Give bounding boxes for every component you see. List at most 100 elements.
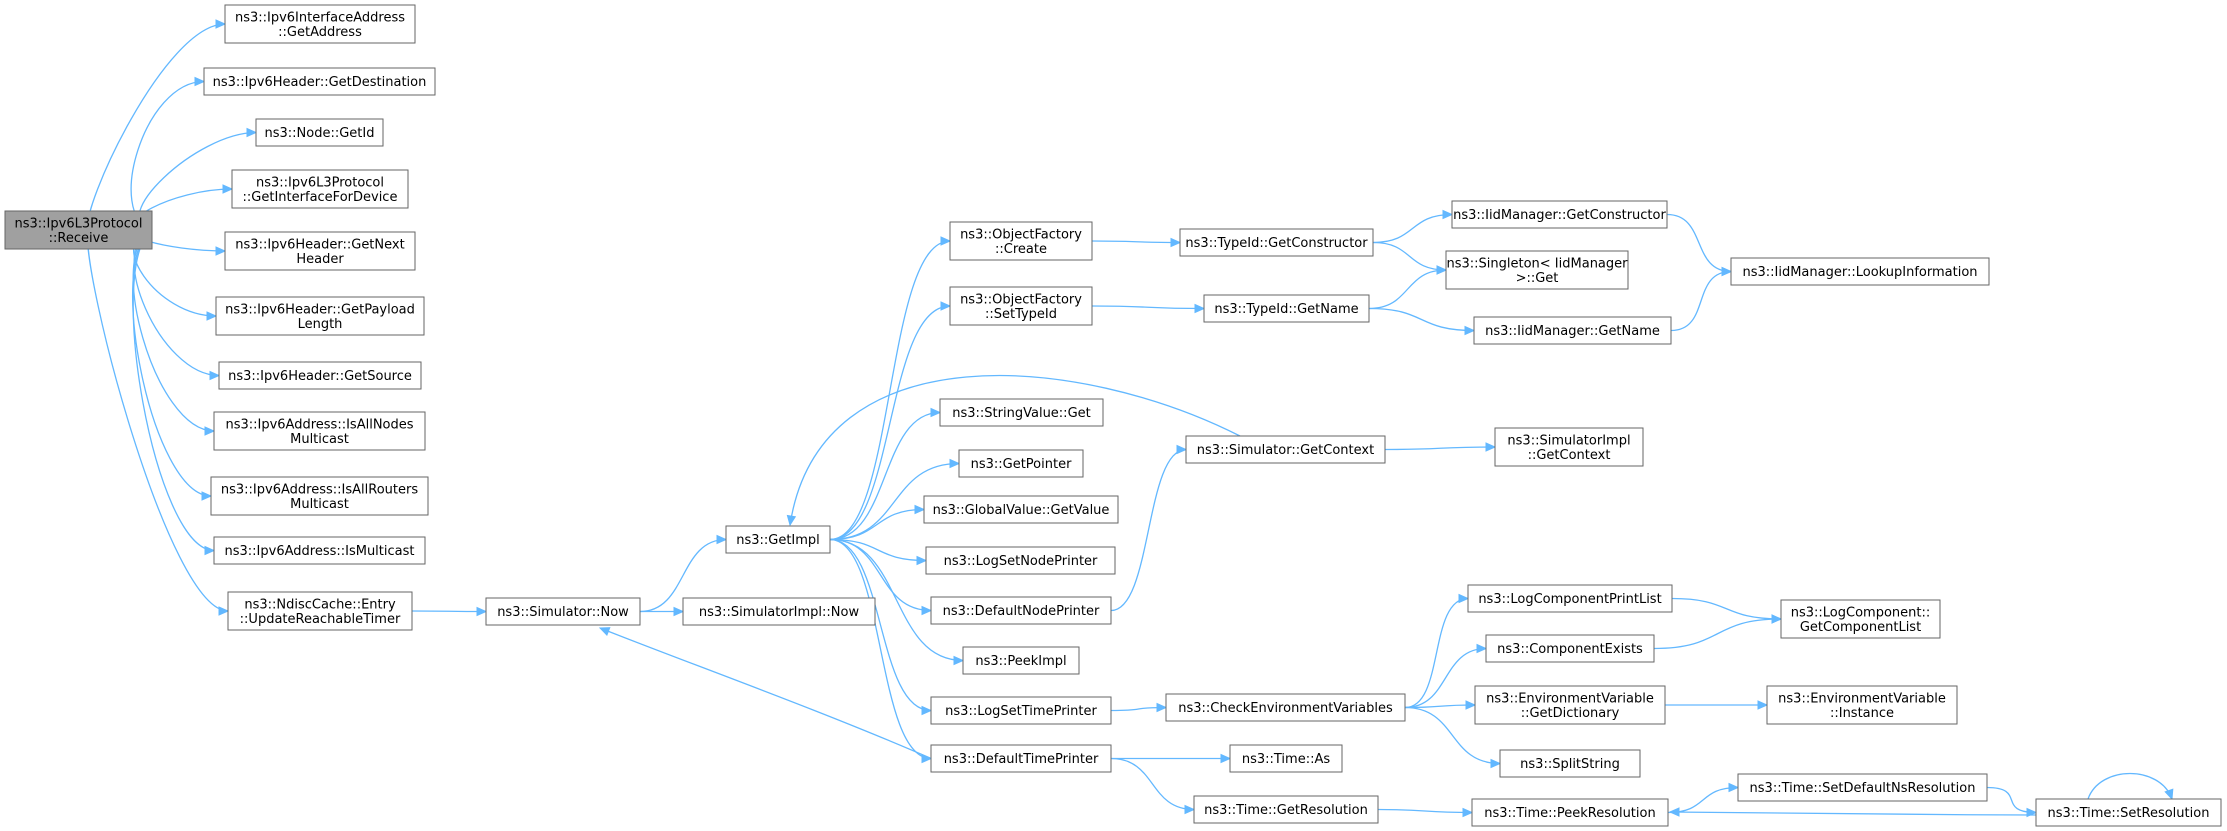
edge-line bbox=[1670, 270, 1732, 332]
node-typeid-getconstructor[interactable]: ns3::TypeId::GetConstructor bbox=[1179, 228, 1374, 257]
node-stringvalue-get[interactable]: ns3::StringValue::Get bbox=[939, 398, 1104, 427]
node-box bbox=[682, 597, 876, 626]
node-box bbox=[1467, 584, 1673, 613]
node-iidm-getname[interactable]: ns3::IidManager::GetName bbox=[1473, 316, 1672, 345]
edge-defaulttimeprinter-to-time_as bbox=[1111, 753, 1232, 764]
node-globalvalue-getvalue[interactable]: ns3::GlobalValue::GetValue bbox=[923, 495, 1119, 524]
node-box bbox=[1473, 316, 1672, 345]
node-box bbox=[203, 67, 436, 96]
edge-componentexists-to-logcomponent_getcomponentlist bbox=[1653, 614, 1783, 650]
node-hdr-getdestination[interactable]: ns3::Ipv6Header::GetDestination bbox=[203, 67, 436, 96]
node-box bbox=[962, 646, 1080, 675]
node-label: ::GetContext bbox=[1528, 448, 1611, 463]
node-splitstring[interactable]: ns3::SplitString bbox=[1499, 749, 1641, 778]
node-iidm-lookupinformation[interactable]: ns3::IidManager::LookupInformation bbox=[1730, 257, 1990, 286]
edge-receive-to-ndisc_update bbox=[86, 229, 230, 616]
edge-line bbox=[132, 229, 212, 497]
edge-arrowhead bbox=[215, 246, 227, 256]
node-box bbox=[4, 210, 153, 250]
node-receive[interactable]: ns3::Ipv6L3Protocol::Receive bbox=[4, 210, 153, 250]
node-time-peekresolution[interactable]: ns3::Time::PeekResolution bbox=[1471, 798, 1669, 827]
node-iidm-getconstructor[interactable]: ns3::IidManager::GetConstructor bbox=[1451, 200, 1668, 229]
node-box bbox=[949, 286, 1093, 326]
edge-sim_getcontext-to-getimpl bbox=[786, 375, 1241, 527]
edge-arrowhead bbox=[246, 127, 258, 138]
node-simimpl-now[interactable]: ns3::SimulatorImpl::Now bbox=[682, 597, 876, 626]
node-logcomponent-getcomponentlist[interactable]: ns3::LogComponent::GetComponentList bbox=[1780, 599, 1941, 639]
node-box bbox=[1179, 228, 1374, 257]
edge-arrowhead bbox=[1728, 782, 1740, 793]
node-singleton-get[interactable]: ns3::Singleton< IidManager>::Get bbox=[1445, 250, 1629, 290]
node-ndisc-update[interactable]: ns3::NdiscCache::Entry::UpdateReachableT… bbox=[227, 591, 413, 631]
node-of-create[interactable]: ns3::ObjectFactory::Create bbox=[949, 221, 1093, 261]
node-label: ::Create bbox=[995, 242, 1047, 257]
node-of-settypeid[interactable]: ns3::ObjectFactory::SetTypeId bbox=[949, 286, 1093, 326]
edge-line bbox=[829, 411, 941, 541]
edge-line bbox=[1372, 213, 1453, 244]
node-logsettimeprinter[interactable]: ns3::LogSetTimePrinter bbox=[930, 696, 1112, 725]
node-checkenv[interactable]: ns3::CheckEnvironmentVariables bbox=[1165, 693, 1406, 722]
edge-getimpl-to-logsetnodeprinter bbox=[829, 538, 928, 566]
node-peekimpl[interactable]: ns3::PeekImpl bbox=[962, 646, 1080, 675]
node-logsetnodeprinter[interactable]: ns3::LogSetNodePrinter bbox=[925, 546, 1116, 575]
node-getpointer[interactable]: ns3::GetPointer bbox=[958, 449, 1084, 478]
node-label: ns3::Simulator::GetContext bbox=[1197, 443, 1374, 458]
edge-arrowhead bbox=[1464, 325, 1476, 336]
node-time-as[interactable]: ns3::Time::As bbox=[1229, 744, 1343, 773]
node-typeid-getname[interactable]: ns3::TypeId::GetName bbox=[1203, 294, 1370, 323]
edge-arrowhead bbox=[1485, 442, 1497, 452]
edge-sim_now-to-simimpl_now bbox=[639, 606, 685, 617]
node-node-getid[interactable]: ns3::Node::GetId bbox=[255, 118, 384, 147]
edge-arrowhead bbox=[1458, 593, 1470, 604]
node-label: ns3::EnvironmentVariable bbox=[1778, 691, 1946, 706]
node-time-setdefaultnsresolution[interactable]: ns3::Time::SetDefaultNsResolution bbox=[1737, 773, 1988, 802]
node-sim-getcontext[interactable]: ns3::Simulator::GetContext bbox=[1185, 435, 1386, 464]
node-time-getresolution[interactable]: ns3::Time::GetResolution bbox=[1193, 795, 1379, 824]
edge-line bbox=[1110, 757, 1195, 811]
edge-logsettimeprinter-to-checkenv bbox=[1110, 702, 1168, 713]
node-label: ns3::LogComponentPrintList bbox=[1478, 592, 1661, 607]
node-addr-ismulticast[interactable]: ns3::Ipv6Address::IsMulticast bbox=[213, 536, 426, 565]
edge-line bbox=[1091, 240, 1181, 244]
node-box bbox=[1203, 294, 1370, 323]
edge-time_getresolution-to-time_peekresolution bbox=[1377, 807, 1474, 818]
node-label: Multicast bbox=[290, 432, 349, 447]
edge-line bbox=[1110, 448, 1187, 612]
node-label: GetComponentList bbox=[1800, 620, 1921, 635]
node-hdr-getsource[interactable]: ns3::Ipv6Header::GetSource bbox=[218, 361, 422, 390]
node-envvar-instance[interactable]: ns3::EnvironmentVariable::Instance bbox=[1766, 685, 1958, 725]
node-componentexists[interactable]: ns3::ComponentExists bbox=[1485, 634, 1655, 663]
edge-checkenv-to-componentexists bbox=[1404, 643, 1488, 709]
edge-time_setresolution-to-time_peekresolution bbox=[1668, 807, 2037, 817]
node-time-setresolution[interactable]: ns3::Time::SetResolution bbox=[2035, 798, 2222, 827]
node-label: Multicast bbox=[290, 497, 349, 512]
edge-arrowhead bbox=[1476, 643, 1488, 654]
node-box bbox=[1499, 749, 1641, 778]
node-l3-getinterfacefordevice[interactable]: ns3::Ipv6L3Protocol::GetInterfaceForDevi… bbox=[231, 169, 409, 209]
edge-arrowhead bbox=[786, 514, 797, 527]
edge-arrowhead bbox=[1771, 614, 1783, 624]
node-defaultnodeprinter[interactable]: ns3::DefaultNodePrinter bbox=[930, 596, 1112, 625]
node-box bbox=[1730, 257, 1990, 286]
node-sim-now[interactable]: ns3::Simulator::Now bbox=[485, 597, 641, 626]
node-ifaddr-getaddress[interactable]: ns3::Ipv6InterfaceAddress::GetAddress bbox=[224, 4, 416, 44]
edge-time_setdefaultnsresolution-to-time_setresolution bbox=[1986, 786, 2038, 818]
edge-line bbox=[1669, 811, 2037, 816]
node-envvar-getdictionary[interactable]: ns3::EnvironmentVariable::GetDictionary bbox=[1474, 685, 1666, 725]
node-defaulttimeprinter[interactable]: ns3::DefaultTimePrinter bbox=[930, 744, 1112, 773]
edge-receive-to-ifaddr_getaddress bbox=[86, 19, 227, 231]
edge-receive-to-addr_ismulticast bbox=[132, 229, 216, 556]
node-box bbox=[725, 525, 831, 554]
node-label: ::GetAddress bbox=[278, 25, 362, 40]
node-box bbox=[255, 118, 384, 147]
node-simimpl-getcontext[interactable]: ns3::SimulatorImpl::GetContext bbox=[1494, 427, 1644, 467]
edge-arrowhead bbox=[2164, 788, 2174, 801]
node-getimpl[interactable]: ns3::GetImpl bbox=[725, 525, 831, 554]
node-box bbox=[1165, 693, 1406, 722]
node-logcomponentprintlist[interactable]: ns3::LogComponentPrintList bbox=[1467, 584, 1673, 613]
